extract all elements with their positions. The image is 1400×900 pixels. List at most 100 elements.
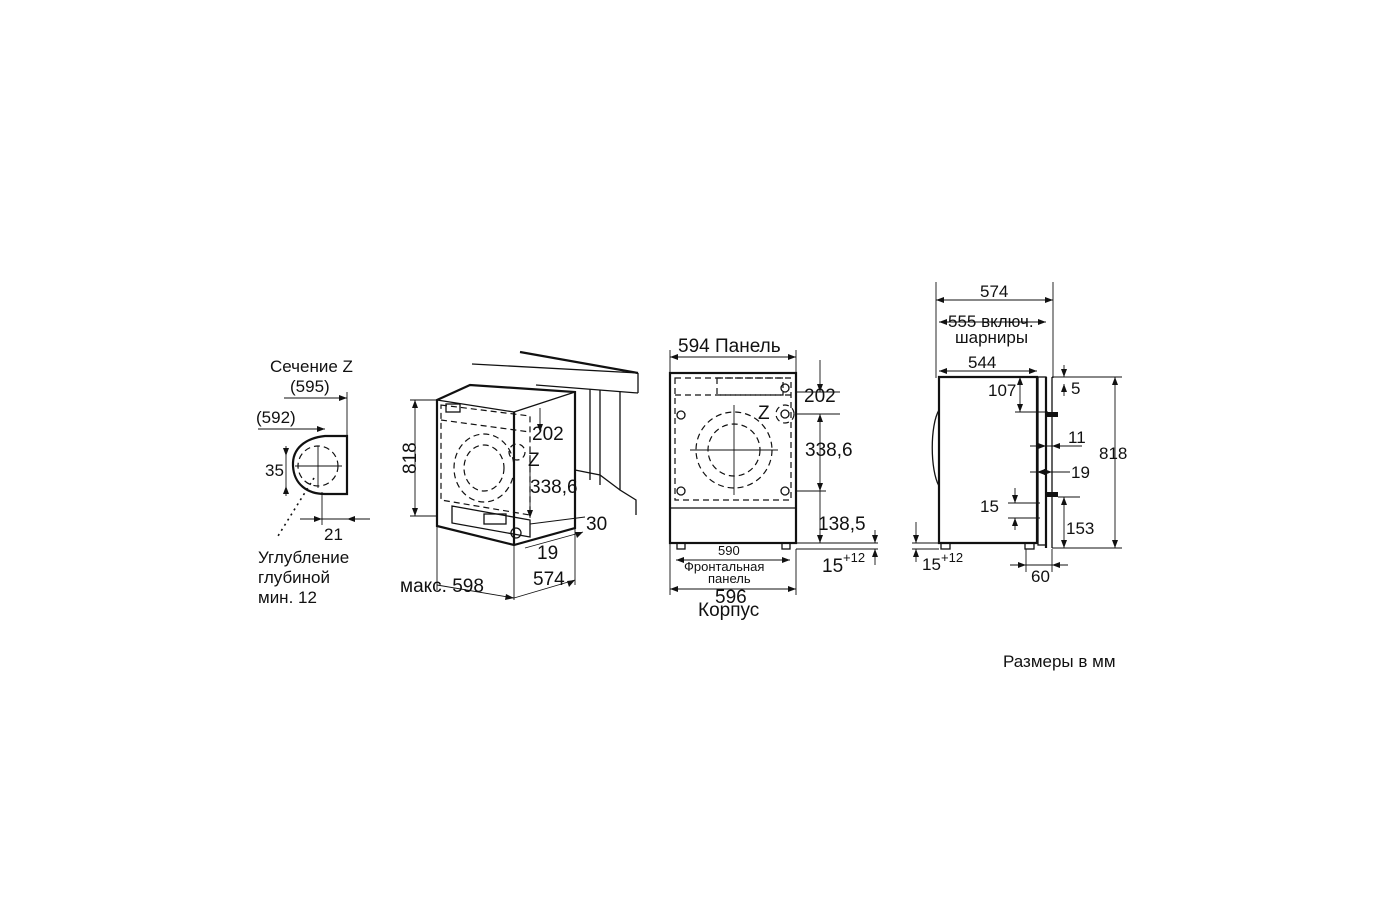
dim-15: 15 <box>822 556 843 577</box>
dim-max598: макс. 598 <box>400 576 484 597</box>
arrow <box>527 510 533 518</box>
arrow <box>817 535 823 543</box>
dim-21: 21 <box>324 525 343 544</box>
arrow <box>817 483 823 491</box>
arrow <box>505 594 514 600</box>
control-panel <box>445 403 461 413</box>
arrow <box>1112 540 1118 548</box>
countertop-edge <box>471 363 639 374</box>
foot <box>510 527 522 539</box>
panel-top-line <box>440 419 531 433</box>
dim-15-left: 15 <box>922 555 941 574</box>
arrow <box>1038 443 1046 449</box>
arrow <box>1061 384 1067 392</box>
dim-338: 338,6 <box>805 440 853 461</box>
plinth-slot <box>483 513 507 525</box>
arrow <box>283 448 289 456</box>
recess-label-2: глубиной <box>258 568 330 587</box>
dim-202: 202 <box>532 424 564 445</box>
dim-line-30 <box>529 516 586 525</box>
countertop-top <box>519 350 639 375</box>
dim-596: 596 <box>715 587 747 608</box>
side-view: 574 555 включ. шарниры 544 107 5 <box>912 282 1127 586</box>
dim-107: 107 <box>988 381 1016 400</box>
hinge-mark <box>676 410 686 420</box>
arrow <box>1018 562 1026 568</box>
arrow <box>537 424 543 432</box>
dim-544: 544 <box>968 353 996 372</box>
dim-555: 555 включ. <box>948 312 1034 331</box>
hinge-z <box>508 443 526 461</box>
dim-30: 30 <box>586 514 607 535</box>
control-dashed <box>716 377 784 396</box>
arrow <box>1044 469 1052 475</box>
arrow <box>1061 540 1067 548</box>
body-label: Корпус <box>698 600 759 621</box>
arrow <box>283 486 289 494</box>
arrow <box>913 535 919 543</box>
front-body <box>668 371 798 545</box>
arrow <box>1052 443 1060 449</box>
hinges-label: шарниры <box>955 328 1028 347</box>
arrow <box>1029 368 1037 374</box>
arrow <box>1017 377 1023 385</box>
section-z-detail: Сечение Z (595) (592) 35 21 Углубление г… <box>256 357 370 607</box>
dim-574: 574 <box>533 569 565 590</box>
door-circle <box>453 433 515 503</box>
dim-574: 574 <box>980 282 1008 301</box>
arrow <box>1112 377 1118 385</box>
foot-left <box>676 542 686 550</box>
hinge-mark <box>780 383 790 393</box>
arrow <box>314 516 322 522</box>
hinge-bottom <box>1046 492 1058 497</box>
arrow <box>788 586 796 592</box>
dim-11: 11 <box>1068 428 1086 447</box>
arrow <box>1012 495 1018 503</box>
label-z: Z <box>528 450 540 471</box>
dim-595: (595) <box>290 377 330 396</box>
hinge-mark <box>780 486 790 496</box>
front-view: 594 Панель 202 Z <box>668 336 878 621</box>
arrow <box>1038 319 1046 325</box>
dim-138: 138,5 <box>818 514 866 535</box>
door-inner <box>463 444 505 492</box>
front-panel-dashed <box>440 404 531 516</box>
arrow <box>1052 562 1060 568</box>
dim-338: 338,6 <box>530 477 578 498</box>
arrow <box>412 508 418 516</box>
arrow <box>817 384 823 392</box>
front-panel-label-2: панель <box>708 571 751 586</box>
arrow <box>788 354 796 360</box>
arrow <box>817 414 823 422</box>
arrow <box>939 319 947 325</box>
recess-outline <box>291 434 349 496</box>
arrow <box>1037 469 1045 475</box>
dim-153: 153 <box>1066 519 1094 538</box>
cabinet-side <box>619 392 637 515</box>
arrow <box>317 426 325 432</box>
dim-19: 19 <box>1071 463 1090 482</box>
side-body <box>937 375 1039 545</box>
dim-594-panel: 594 Панель <box>678 336 781 357</box>
dim-818: 818 <box>1099 444 1127 463</box>
arrow <box>872 535 878 543</box>
arrow <box>1061 497 1067 505</box>
dim-line-574 <box>513 579 576 599</box>
machine-top-edge <box>436 399 515 413</box>
arrow <box>1045 297 1053 303</box>
arrow <box>347 516 355 522</box>
perspective-view: 818 202 Z 338,6 30 19 макс. 598 574 <box>400 350 639 600</box>
recess-label-1: Углубление <box>258 548 349 567</box>
hinge-gap <box>1037 376 1047 546</box>
arrow <box>670 354 678 360</box>
recess-leader <box>277 477 315 537</box>
arrow <box>1012 518 1018 526</box>
arrow <box>939 368 947 374</box>
dim-35: 35 <box>265 461 284 480</box>
side-foot-back <box>940 542 951 550</box>
arrow <box>567 580 575 587</box>
side-back-curve <box>931 409 940 487</box>
dim-590: 590 <box>718 543 740 558</box>
dim-818: 818 <box>400 442 421 474</box>
